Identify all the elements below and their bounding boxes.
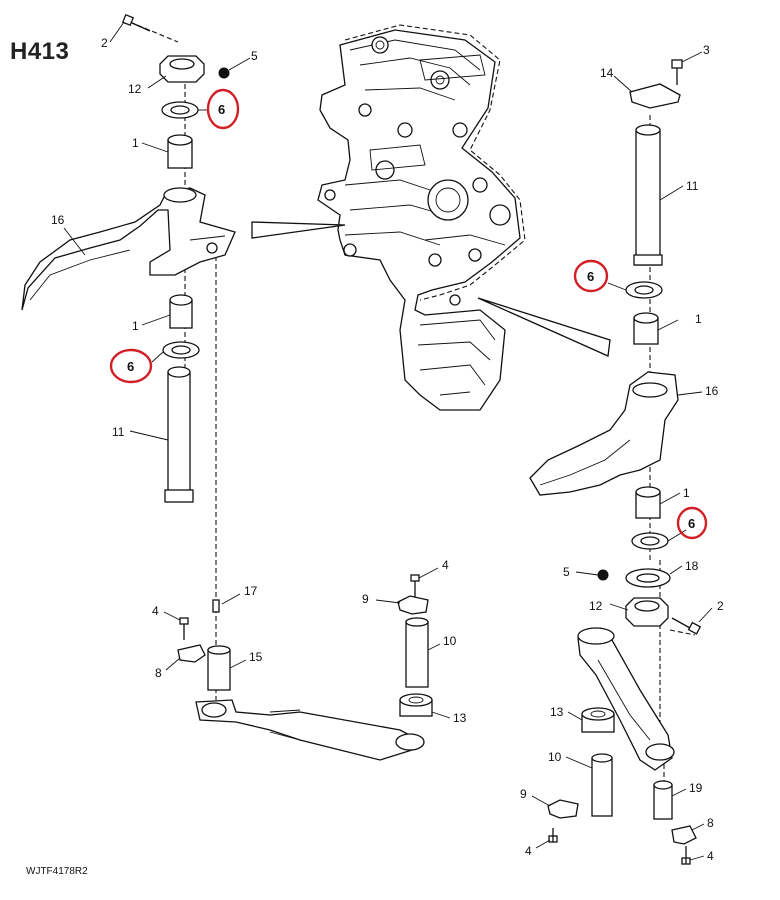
callout-5-left: 5 bbox=[251, 49, 258, 63]
callout-1-left-lower: 1 bbox=[132, 319, 139, 333]
kingpin-shaft-11-left bbox=[164, 366, 194, 503]
axle-housing-frame bbox=[317, 24, 526, 411]
steering-arm-16-right bbox=[529, 371, 679, 496]
bushing-1-right-lower bbox=[635, 486, 661, 519]
screw-4-right bbox=[681, 846, 691, 865]
callout-11-left: 11 bbox=[112, 425, 125, 439]
callout-1-right-lower: 1 bbox=[683, 486, 690, 500]
screw-4-right-lower bbox=[548, 828, 558, 843]
callout-16-right: 16 bbox=[705, 384, 719, 398]
callout-10-center: 10 bbox=[443, 634, 457, 648]
bushing-1-right-top bbox=[633, 312, 659, 345]
bolt-2-right bbox=[671, 617, 702, 635]
callout-1-right-top: 1 bbox=[695, 312, 702, 326]
bolt-3 bbox=[671, 59, 683, 85]
highlight-6-right-top: 6 bbox=[573, 259, 609, 293]
screw-4-left bbox=[179, 617, 189, 640]
callout-6-left-top: 6 bbox=[218, 102, 225, 117]
pin-8-right bbox=[671, 825, 697, 845]
callout-2-right: 2 bbox=[717, 599, 724, 613]
highlight-6-left-lower: 6 bbox=[109, 348, 153, 384]
callout-4-right-lower: 4 bbox=[525, 844, 532, 858]
pin-19 bbox=[653, 780, 673, 820]
washer-18 bbox=[625, 568, 671, 588]
nut-12-right bbox=[625, 597, 669, 627]
washer-6-right-lower bbox=[631, 532, 669, 550]
washer-6-left-lower bbox=[162, 341, 200, 359]
callout-13-center: 13 bbox=[453, 711, 467, 725]
callout-4-right: 4 bbox=[707, 849, 714, 863]
callout-4-left: 4 bbox=[152, 604, 159, 618]
washer-6-left-top bbox=[161, 101, 199, 119]
callout-9-right: 9 bbox=[520, 787, 527, 801]
callout-9-center: 9 bbox=[362, 592, 369, 606]
callout-19: 19 bbox=[689, 781, 703, 795]
pin-10-right bbox=[591, 753, 613, 817]
callout-6-left-lower: 6 bbox=[127, 359, 134, 374]
bushing-13-center bbox=[399, 693, 433, 717]
kingpin-shaft-11-right bbox=[633, 124, 663, 266]
diagram-id: H413 bbox=[10, 38, 70, 65]
plate-9-center bbox=[397, 595, 429, 615]
callout-2-left: 2 bbox=[101, 36, 108, 50]
callout-12-left: 12 bbox=[128, 82, 142, 96]
callout-8-left: 8 bbox=[155, 666, 162, 680]
nut-5-left bbox=[218, 67, 230, 79]
figure-code: WJTF4178R2 bbox=[26, 866, 88, 877]
callout-13-right: 13 bbox=[550, 705, 564, 719]
bolt-2-left bbox=[121, 13, 151, 32]
tie-rod bbox=[195, 699, 425, 761]
bushing-1-left-top bbox=[167, 134, 193, 169]
callout-12-right: 12 bbox=[589, 599, 603, 613]
bushing-1-left-lower bbox=[169, 294, 193, 329]
callout-16-left: 16 bbox=[51, 213, 65, 227]
callout-1-left-top: 1 bbox=[132, 136, 139, 150]
pin-8-left bbox=[177, 644, 206, 663]
callout-15: 15 bbox=[249, 650, 263, 664]
pin-10-center bbox=[405, 617, 429, 688]
tie-rod-arm-right bbox=[577, 627, 675, 771]
nut-5-right bbox=[597, 569, 609, 581]
nut-12-left bbox=[159, 55, 205, 83]
callout-14: 14 bbox=[600, 66, 614, 80]
plate-9-right bbox=[547, 799, 579, 819]
callout-6-right-lower: 6 bbox=[688, 516, 695, 531]
callout-11-right: 11 bbox=[686, 179, 699, 193]
highlight-6-left-top: 6 bbox=[206, 88, 240, 130]
callout-10-right: 10 bbox=[548, 750, 562, 764]
bushing-13-right bbox=[581, 707, 615, 733]
callout-5-right: 5 bbox=[563, 565, 570, 579]
callout-18: 18 bbox=[685, 559, 699, 573]
lock-plate-14 bbox=[629, 83, 681, 109]
callout-6-right-top: 6 bbox=[587, 269, 594, 284]
detail-pointer-right bbox=[477, 297, 611, 357]
callout-17: 17 bbox=[244, 584, 258, 598]
pin-15 bbox=[207, 645, 231, 691]
highlight-6-right-lower: 6 bbox=[676, 506, 708, 540]
washer-6-right-top bbox=[625, 281, 663, 299]
grease-fitting-17 bbox=[212, 599, 220, 613]
screw-4-center bbox=[410, 574, 420, 597]
callout-8-right: 8 bbox=[707, 816, 714, 830]
steering-arm-16-left bbox=[21, 187, 236, 311]
callout-3: 3 bbox=[703, 43, 710, 57]
leader-lines bbox=[63, 21, 713, 861]
callout-4-center: 4 bbox=[442, 558, 449, 572]
detail-pointer-left bbox=[251, 221, 346, 239]
